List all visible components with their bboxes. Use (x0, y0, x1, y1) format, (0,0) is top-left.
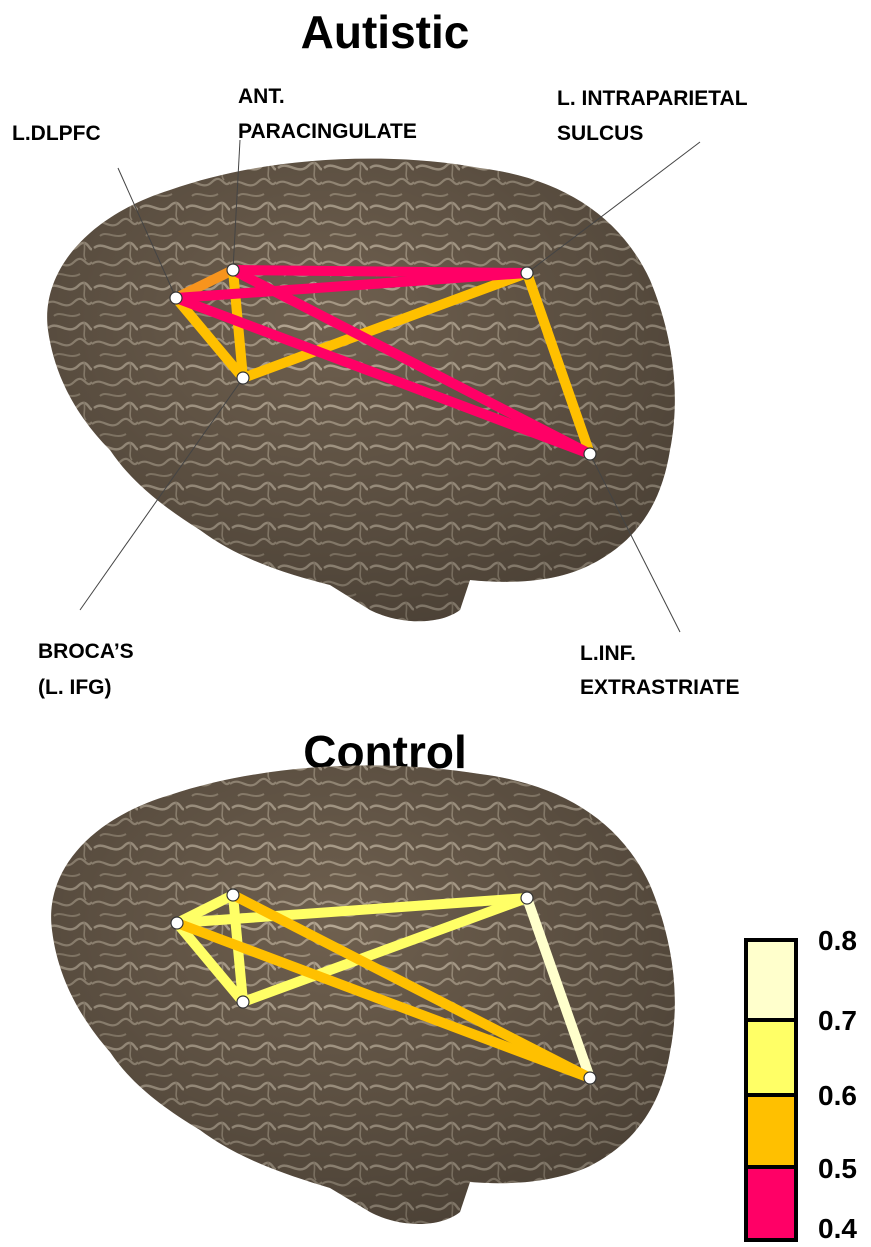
node-dlpfc (170, 292, 182, 304)
edge-paracingulate-intraparietal (233, 270, 527, 273)
region-label-dlpfc: L.DLPFC (12, 122, 101, 145)
color-scale-band-0.5-0.6 (746, 1095, 796, 1167)
color-scale: 0.8 0.7 0.6 0.5 0.4 (746, 925, 857, 1244)
brain-image-autistic (47, 159, 675, 622)
region-label-extrastriate-line2: EXTRASTRIATE (580, 676, 739, 699)
node-broca (237, 996, 249, 1008)
color-scale-band-0.7-0.8 (746, 940, 796, 1020)
color-scale-tick-0.7: 0.7 (818, 1005, 857, 1036)
region-label-broca-line1: BROCA’S (38, 640, 134, 663)
region-label-intraparietal-line2: SULCUS (557, 122, 643, 145)
node-dlpfc (171, 917, 183, 929)
node-extrastriate (584, 1072, 596, 1084)
color-scale-band-0.4-0.5 (746, 1167, 796, 1240)
panel-title-autistic: Autistic (301, 6, 470, 58)
region-label-broca-line2: (L. IFG) (38, 676, 111, 699)
node-paracingulate (227, 889, 239, 901)
node-extrastriate (584, 448, 596, 460)
color-scale-tick-0.8: 0.8 (818, 925, 857, 956)
node-broca (237, 372, 249, 384)
node-intraparietal (521, 267, 533, 279)
color-scale-tick-0.4: 0.4 (818, 1213, 857, 1244)
color-scale-tick-0.6: 0.6 (818, 1080, 857, 1111)
region-label-extrastriate-line1: L.INF. (580, 642, 636, 665)
region-label-paracingulate-line2: PARACINGULATE (238, 120, 417, 143)
color-scale-band-0.6-0.7 (746, 1020, 796, 1095)
node-intraparietal (521, 892, 533, 904)
region-label-paracingulate-line1: ANT. (238, 85, 285, 108)
color-scale-tick-0.5: 0.5 (818, 1153, 857, 1184)
region-label-intraparietal-line1: L. INTRAPARIETAL (557, 87, 748, 110)
node-paracingulate (227, 264, 239, 276)
